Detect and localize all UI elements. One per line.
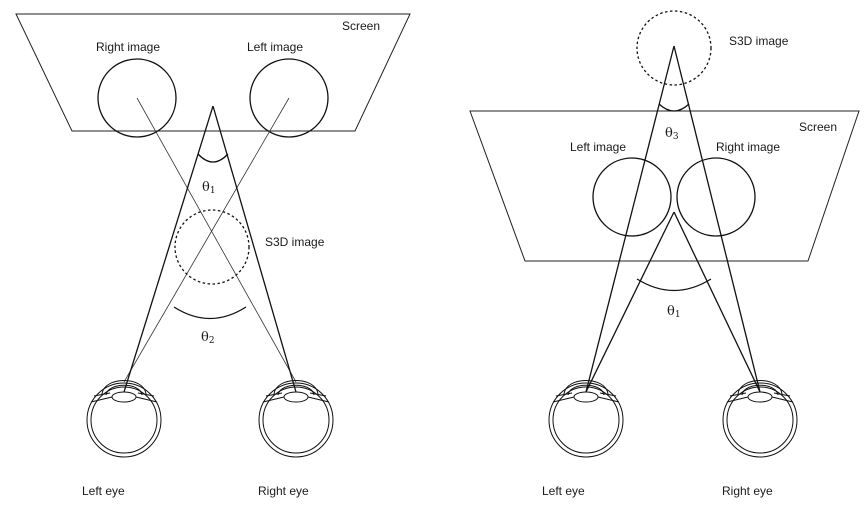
right-right-image-label: Right image bbox=[716, 140, 780, 154]
right-panel: S3D image Screen Left image Right image … bbox=[469, 10, 860, 498]
left-panel-right-eye bbox=[258, 380, 334, 458]
left-theta2-label: θ2 bbox=[201, 330, 215, 346]
right-screen-label: Screen bbox=[799, 120, 837, 134]
right-theta3-arc bbox=[658, 103, 690, 112]
right-panel-left-eye-label: Left eye bbox=[542, 484, 585, 498]
left-theta1-arc bbox=[197, 153, 229, 163]
right-s3d-image-circle bbox=[636, 10, 712, 86]
left-convergence-line-left bbox=[123, 105, 214, 393]
right-s3d-image-label: S3D image bbox=[729, 34, 789, 48]
left-theta1-label: θ1 bbox=[202, 180, 216, 196]
right-s3d-line-right bbox=[673, 45, 761, 393]
left-s3d-image-circle bbox=[174, 209, 250, 285]
left-screen-frame bbox=[15, 13, 411, 132]
left-screen-label: Screen bbox=[342, 19, 380, 33]
left-left-image-circle bbox=[249, 58, 329, 138]
right-panel-left-eye bbox=[548, 380, 624, 458]
right-left-image-circle bbox=[592, 157, 672, 237]
left-theta2-arc bbox=[173, 306, 247, 320]
right-screen-frame bbox=[469, 110, 860, 262]
right-left-image-label: Left image bbox=[570, 140, 626, 154]
left-panel-right-eye-label: Right eye bbox=[258, 484, 309, 498]
left-s3d-image-label: S3D image bbox=[265, 235, 325, 249]
left-convergence-line-right bbox=[212, 105, 297, 393]
right-theta1-label: θ1 bbox=[667, 304, 681, 320]
right-panel-right-eye-label: Right eye bbox=[722, 484, 773, 498]
left-panel: Screen Right image Left image θ1 S3D ima… bbox=[15, 13, 411, 498]
right-theta3-label: θ3 bbox=[665, 126, 679, 142]
left-cross-line-2 bbox=[123, 97, 290, 383]
left-right-image-circle bbox=[97, 58, 177, 138]
right-right-image-circle bbox=[676, 157, 756, 237]
left-panel-left-eye bbox=[86, 380, 162, 458]
right-screen-line-right bbox=[673, 211, 761, 393]
left-left-image-label: Left image bbox=[247, 40, 303, 54]
left-cross-line-1 bbox=[136, 97, 297, 383]
right-panel-right-eye bbox=[722, 380, 798, 458]
left-panel-left-eye-label: Left eye bbox=[82, 484, 125, 498]
left-right-image-label: Right image bbox=[96, 40, 160, 54]
right-screen-line-left bbox=[585, 211, 675, 393]
right-theta1-arc bbox=[636, 278, 712, 292]
